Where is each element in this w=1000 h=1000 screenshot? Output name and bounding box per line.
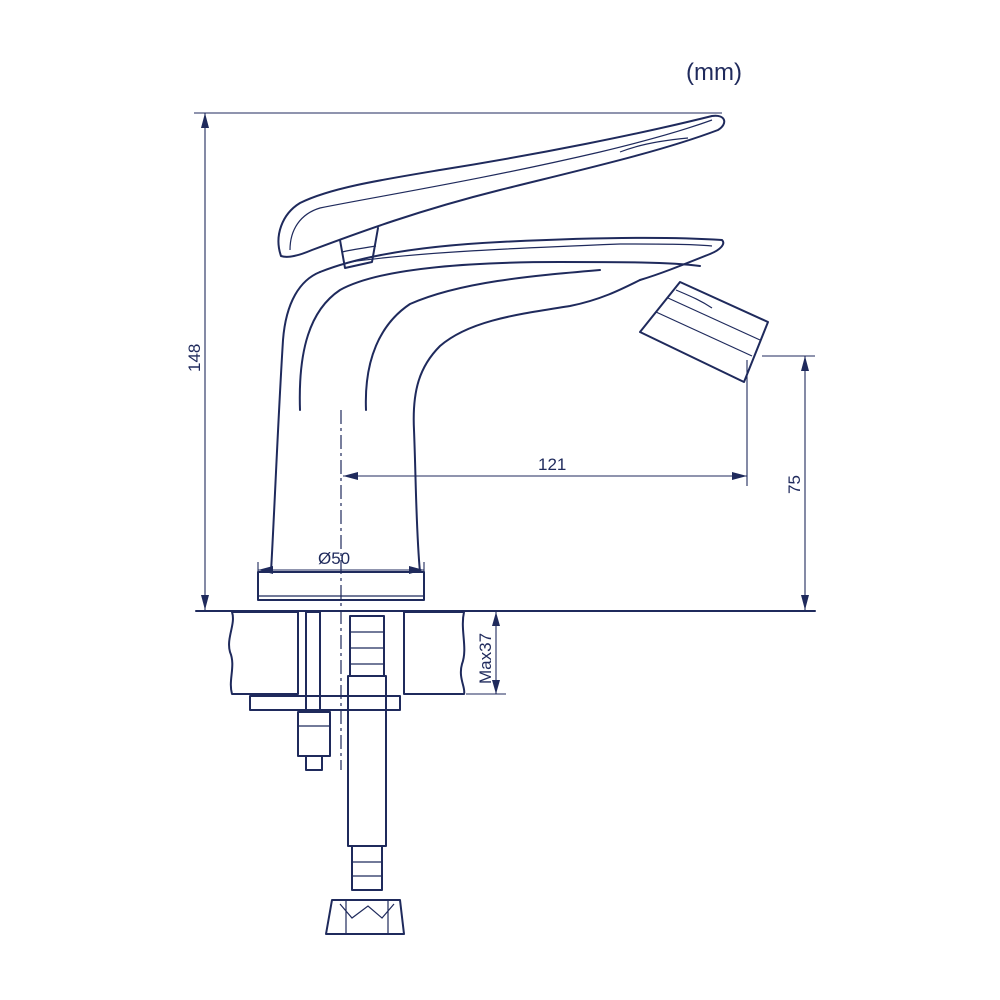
max-thickness-label: Max37 <box>476 633 495 684</box>
dimension-spout-reach: 121 <box>343 360 748 486</box>
dimension-total-height: 148 <box>185 112 722 610</box>
countertop-section <box>195 610 816 711</box>
total-height-label: 148 <box>185 344 204 372</box>
base-diameter-label: Ø50 <box>318 549 350 568</box>
lever-handle <box>277 114 726 269</box>
spout-aerator <box>639 281 769 383</box>
fixing-stud <box>297 611 331 771</box>
units-label: (mm) <box>686 59 742 86</box>
dimension-outlet-height: 75 <box>762 355 815 610</box>
outlet-height-label: 75 <box>785 475 804 494</box>
flexible-hose <box>325 615 405 935</box>
spout-reach-label: 121 <box>538 455 566 474</box>
dimension-max-thickness: Max37 <box>466 612 506 695</box>
dimension-base-diameter: Ø50 <box>257 549 425 600</box>
faucet-body <box>257 236 725 601</box>
